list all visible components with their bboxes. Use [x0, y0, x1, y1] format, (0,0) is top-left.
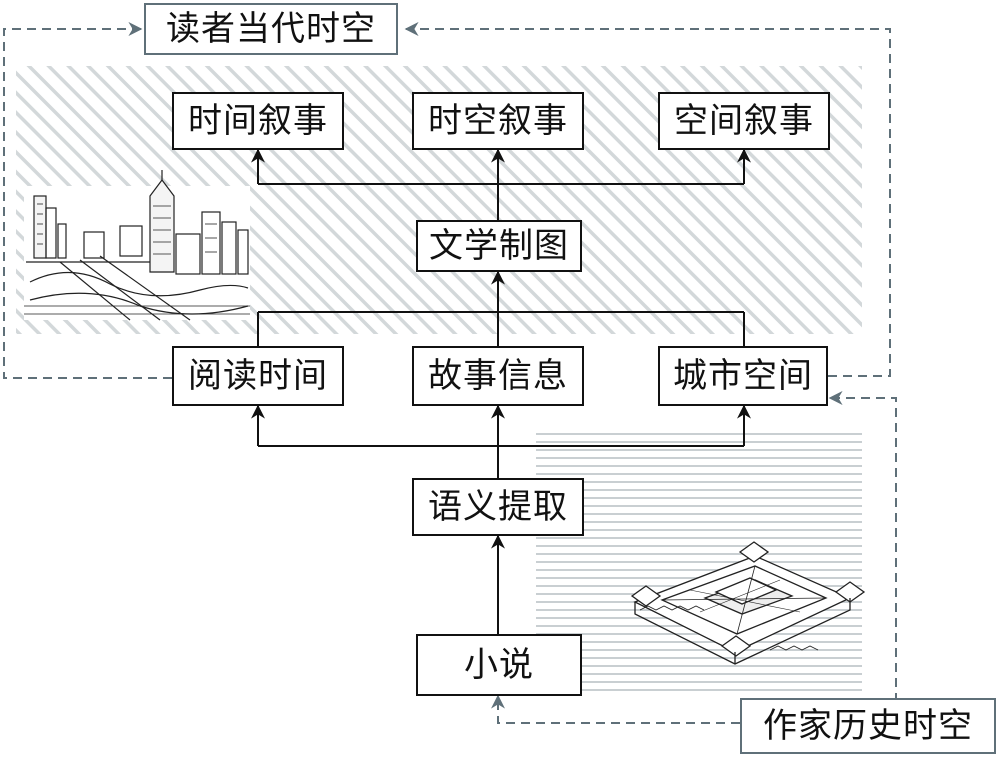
flow-lines — [251, 148, 751, 634]
city-space-box: 城市空间 — [658, 346, 828, 406]
reading-time-box: 阅读时间 — [172, 346, 344, 406]
semantic-extraction-box: 语义提取 — [412, 478, 584, 536]
dashed-author-to-novel — [491, 694, 740, 724]
spacetime-narrative-box: 时空叙事 — [412, 92, 584, 150]
story-information-box: 故事信息 — [412, 346, 584, 406]
time-narrative-box: 时间叙事 — [172, 92, 344, 150]
reader-contemporary-spacetime-box: 读者当代时空 — [144, 3, 398, 55]
ancient-city-wall-sketch — [630, 541, 866, 665]
author-region-stripes — [536, 428, 862, 696]
literary-mapping-box: 文学制图 — [416, 220, 582, 272]
city-skyline-sketch — [24, 170, 250, 321]
novel-box: 小说 — [416, 634, 582, 696]
dashed-city-space-to-reader — [404, 22, 891, 377]
space-narrative-box: 空间叙事 — [658, 92, 830, 150]
dashed-lines — [3, 22, 897, 724]
dashed-reading-time-to-reader — [3, 22, 172, 379]
author-historical-spacetime-box: 作家历史时空 — [740, 698, 996, 754]
dashed-author-to-city-space — [828, 391, 897, 702]
